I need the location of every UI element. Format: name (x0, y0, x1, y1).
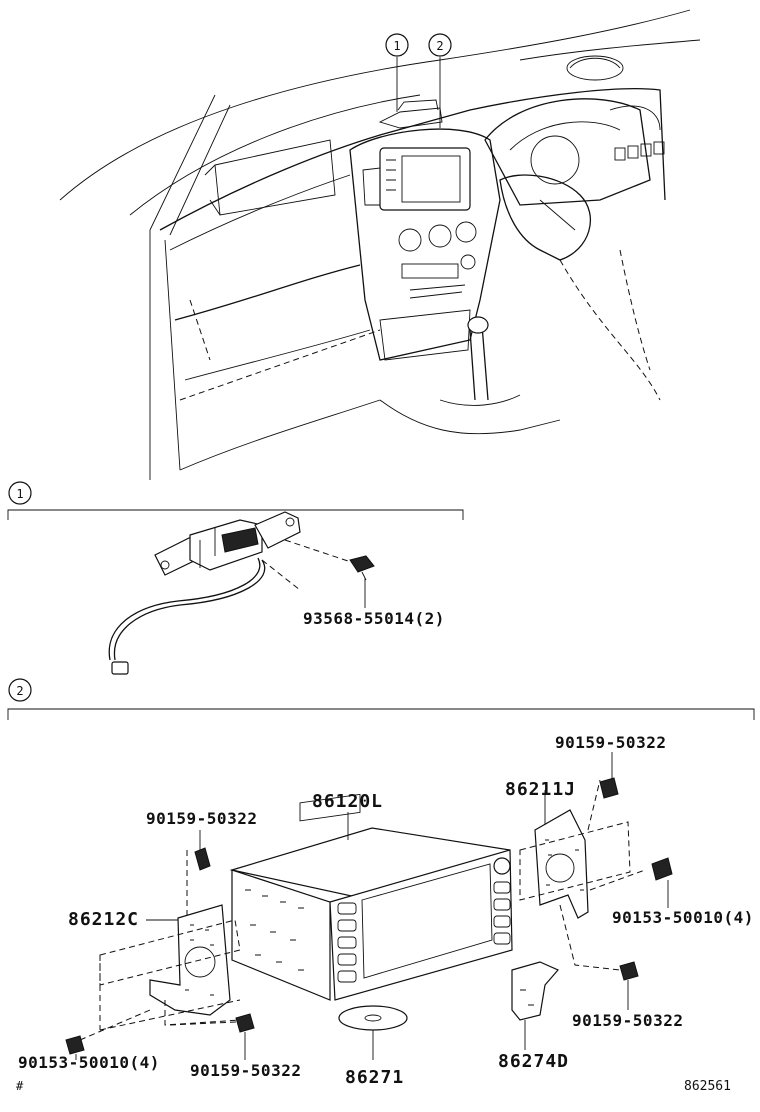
part-90159-50322-right-lower: 90159-50322 (572, 1011, 683, 1030)
screw-90159-left (194, 847, 211, 871)
section-1: 1 93568-55014(2) (7, 481, 464, 675)
part-86211J: 86211J (505, 779, 576, 800)
part-86274D: 86274D (498, 1051, 569, 1072)
bracket-86212C (149, 904, 231, 1016)
part-90159-50322-left: 90159-50322 (146, 809, 257, 828)
screw-90159-bottom (235, 1013, 255, 1033)
bracket-86274D (511, 961, 559, 1021)
part-90159-50322-top-right: 90159-50322 (555, 733, 666, 752)
footer-mark: # (16, 1079, 24, 1093)
screw-90159-top-right (599, 777, 619, 799)
screw-90159-right-lower (619, 961, 639, 981)
callout-2-label: 2 (436, 39, 443, 53)
part-93568-55014: 93568-55014(2) (303, 609, 445, 628)
screw-93568 (349, 555, 375, 581)
head-unit-86120L (229, 793, 513, 1001)
section-2-marker: 2 (16, 684, 23, 698)
antenna-bracket (154, 511, 301, 576)
dashboard-illustration (59, 9, 701, 480)
screw-90153-left (65, 1035, 85, 1055)
right-buttons (493, 881, 511, 945)
section-1-marker: 1 (16, 487, 23, 501)
part-90153-50010-right: 90153-50010(4) (612, 908, 754, 927)
left-buttons (337, 902, 357, 983)
callout-1-label: 1 (393, 39, 400, 53)
bracket-86211J (534, 809, 589, 919)
part-90159-50322-bottom: 90159-50322 (190, 1061, 301, 1080)
screw-90153-right (651, 857, 673, 881)
part-86212C: 86212C (68, 909, 139, 930)
part-90153-50010-left: 90153-50010(4) (18, 1053, 160, 1072)
disc-86271 (338, 1005, 408, 1031)
part-86120L: 86120L (312, 791, 383, 812)
part-86271: 86271 (345, 1067, 404, 1088)
section-2: 2 (7, 678, 755, 1088)
callout-2: 2 (428, 33, 452, 57)
figure-id: 862561 (684, 1079, 731, 1094)
callout-1: 1 (385, 33, 409, 57)
